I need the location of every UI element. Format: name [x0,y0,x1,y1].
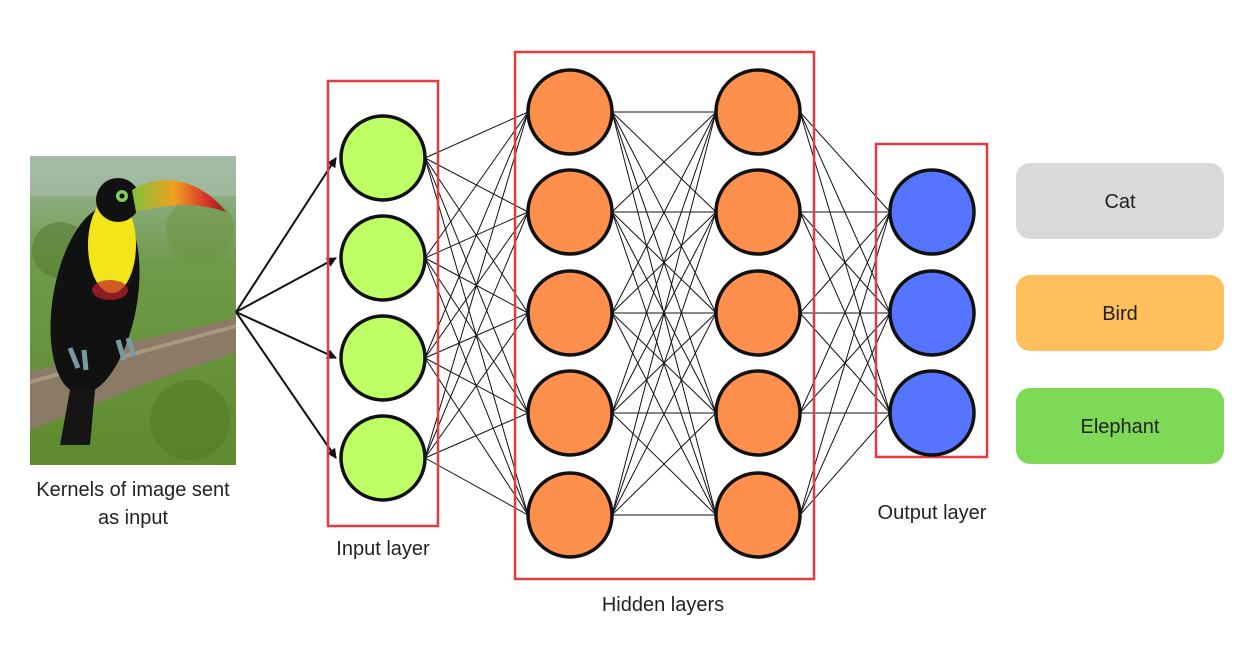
input-layer-label: Input layer [336,538,430,560]
class-cat-label: Cat [1104,191,1136,213]
toucan-bird-photo-icon [29,156,237,465]
output-node-3 [888,369,976,457]
hidden1-node-4 [526,369,614,457]
hidden-layers-label: Hidden layers [602,594,724,616]
output-layer-box [874,142,989,459]
connection-lines [424,111,891,516]
input-arrow-2 [235,257,337,313]
edge-input-node-4-to-hidden1-node-5 [424,457,529,516]
edge-input-node-1-to-hidden1-node-1 [424,111,529,159]
input-node-2 [339,214,427,302]
edge-input-node-2-to-hidden1-node-1 [424,111,529,259]
hidden2-node-1 [714,68,802,156]
output-node-2 [888,269,976,357]
input-node-3 [339,314,427,402]
neuron-nodes [339,68,976,559]
edge-input-node-1-to-hidden1-node-5 [424,157,529,516]
class-bird-box [1016,275,1224,351]
input-arrow-3 [235,311,337,359]
input-layer-box [326,79,440,528]
hidden1-node-1 [526,68,614,156]
input-caption-line-1: Kernels of image sent [36,479,230,501]
edge-hidden1-node-5-to-hidden2-node-2 [611,211,717,516]
edge-input-node-4-to-hidden1-node-3 [424,312,529,459]
class-bird-label: Bird [1102,303,1138,325]
output-layer-label: Output layer [878,502,987,524]
edge-hidden1-node-3-to-hidden2-node-1 [611,111,717,314]
edge-input-node-3-to-hidden1-node-5 [424,357,529,516]
input-caption-line-2: as input [98,507,168,529]
hidden2-node-3 [714,269,802,357]
edge-hidden1-node-5-to-hidden2-node-3 [611,312,717,516]
input-node-4 [339,414,427,502]
class-cat: Cat [1016,163,1224,239]
edge-hidden1-node-4-to-hidden2-node-1 [611,111,717,414]
hidden1-node-3 [526,269,614,357]
class-cat-box [1016,163,1224,239]
class-elephant-box [1016,388,1224,464]
input-arrow-4 [235,311,337,459]
edge-hidden1-node-2-to-hidden2-node-1 [611,111,717,213]
hidden1-node-5 [526,471,614,559]
hidden2-node-4 [714,369,802,457]
edge-input-node-4-to-hidden1-node-1 [424,111,529,459]
class-elephant: Elephant [1016,388,1224,464]
edge-input-node-2-to-hidden1-node-5 [424,257,529,516]
hidden2-node-2 [714,168,802,256]
hidden-layers-box [513,50,816,581]
image-to-input-arrows [235,157,337,459]
hidden1-node-2 [526,168,614,256]
output-node-1 [888,168,976,256]
edge-input-node-3-to-hidden1-node-1 [424,111,529,359]
input-arrow-1 [235,157,337,313]
edge-input-node-4-to-hidden1-node-4 [424,412,529,459]
hidden2-node-5 [714,471,802,559]
edge-hidden1-node-5-to-hidden2-node-1 [611,111,717,516]
edge-input-node-4-to-hidden1-node-2 [424,211,529,459]
edge-hidden1-node-5-to-hidden2-node-4 [611,412,717,516]
input-node-1 [339,114,427,202]
class-bird: Bird [1016,275,1224,351]
class-elephant-label: Elephant [1081,416,1160,438]
